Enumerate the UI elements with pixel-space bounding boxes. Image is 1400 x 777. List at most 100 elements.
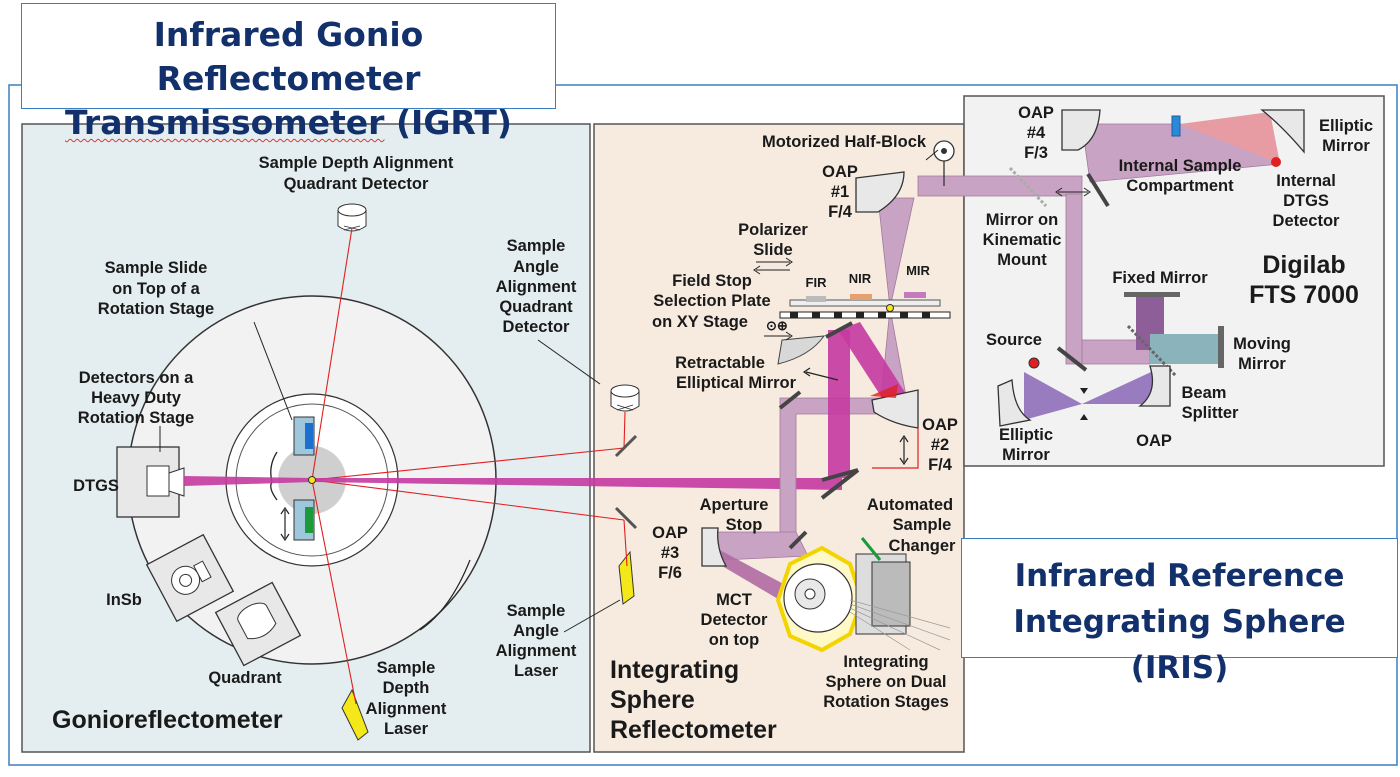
elliptic-mirror-bottom bbox=[997, 379, 1032, 427]
internal-dtgs-icon bbox=[1271, 157, 1281, 167]
label-saaqd-3: Alignment bbox=[496, 278, 577, 296]
igrt-title-abbrev: (IGRT) bbox=[384, 103, 512, 142]
label-saaqd-4: Quadrant bbox=[499, 298, 573, 316]
magenta-diagonal-beam bbox=[838, 322, 906, 404]
label-polarizer: Polarizer bbox=[738, 221, 808, 239]
panel-title-fts-2: FTS 7000 bbox=[1249, 281, 1359, 309]
oap2-translation-arrow bbox=[899, 434, 909, 466]
label-idtgs-2: DTGS bbox=[1283, 192, 1329, 210]
angle-mirror-bottom bbox=[614, 506, 638, 530]
label-mct: MCT bbox=[716, 591, 752, 609]
oap1-mirror bbox=[855, 171, 905, 213]
label-field-stop-3: on XY Stage bbox=[652, 313, 748, 331]
iris-title-line1: Infrared Reference bbox=[1014, 558, 1345, 594]
label-oap4: OAP bbox=[1018, 104, 1054, 122]
label-mct-3: on top bbox=[709, 631, 759, 649]
label-isd-2: Sphere on Dual bbox=[825, 673, 946, 691]
fixed-mirror bbox=[1124, 292, 1180, 297]
label-oap1-2: #1 bbox=[831, 183, 849, 201]
label-sdal-4: Laser bbox=[384, 720, 429, 738]
label-saaqd-2: Angle bbox=[513, 258, 559, 276]
main-beam bbox=[184, 476, 842, 490]
label-aperture: Aperture bbox=[700, 496, 769, 514]
igrt-title-line1: Infrared Gonio Reflectometer bbox=[153, 15, 424, 98]
label-asc-3: Changer bbox=[889, 537, 957, 555]
label-detectors: Detectors on a bbox=[79, 369, 194, 387]
label-saal: Sample bbox=[507, 602, 566, 620]
label-elliptic-top-2: Mirror bbox=[1322, 137, 1370, 155]
label-quadrant: Quadrant bbox=[208, 669, 282, 687]
label-oap2-2: #2 bbox=[931, 436, 949, 454]
label-elliptic-bottom-2: Mirror bbox=[1002, 446, 1050, 464]
label-saal-4: Laser bbox=[514, 662, 559, 680]
label-field-stop: Field Stop bbox=[672, 272, 752, 290]
label-retractable-2: Elliptical Mirror bbox=[676, 374, 797, 392]
red-retract-path bbox=[872, 428, 919, 469]
label-idtgs: Internal bbox=[1276, 172, 1336, 190]
elliptic-mirror-top bbox=[1260, 109, 1305, 154]
field-stop-marks bbox=[790, 312, 930, 318]
label-sample-slide: Sample Slide bbox=[105, 259, 208, 277]
label-bs-2: Splitter bbox=[1182, 404, 1239, 422]
label-dtgs: DTGS bbox=[73, 477, 119, 495]
label-oap3: OAP bbox=[652, 524, 688, 542]
moving-arm-beam bbox=[1150, 334, 1220, 364]
iris-title-line2: Integrating Sphere (IRIS) bbox=[1013, 604, 1346, 686]
source-icon bbox=[1028, 357, 1040, 369]
internal-sample bbox=[1171, 115, 1181, 137]
label-polarizer-2: Slide bbox=[753, 241, 792, 259]
translation-arrow-icon bbox=[280, 506, 290, 542]
label-oap3-2: #3 bbox=[661, 544, 679, 562]
label-sdaqd: Sample Depth Alignment bbox=[259, 154, 454, 172]
label-oap5: OAP bbox=[1136, 432, 1172, 450]
oap1-focus-beam bbox=[877, 197, 915, 309]
label-saaqd-5: Detector bbox=[503, 318, 571, 336]
fts-pink-beam bbox=[1180, 112, 1280, 164]
fts-mauve-return bbox=[1065, 193, 1083, 365]
sample-bottom bbox=[305, 507, 313, 533]
label-mct-2: Detector bbox=[701, 611, 769, 629]
label-sdaqd-2: Quadrant Detector bbox=[284, 175, 429, 193]
fts-mirror-1 bbox=[1056, 346, 1088, 372]
panel-title-isr-3: Reflectometer bbox=[610, 716, 777, 744]
label-sdal-2: Depth bbox=[383, 679, 430, 697]
label-mhb: Motorized Half-Block bbox=[762, 133, 927, 151]
label-nir: NIR bbox=[849, 271, 872, 286]
red-mirror-marker bbox=[870, 384, 898, 398]
label-saal-2: Angle bbox=[513, 622, 559, 640]
label-mkm: Mirror on bbox=[986, 211, 1058, 229]
label-elliptic-top: Elliptic bbox=[1319, 117, 1373, 135]
angle-alignment-quadrant-detector bbox=[610, 384, 640, 412]
igrt-title-box: Infrared Gonio Reflectometer Transmissom… bbox=[21, 3, 556, 142]
diagram-labels: Sample Depth Alignment Quadrant Detector… bbox=[73, 104, 1373, 738]
label-mkm-2: Kinematic bbox=[983, 231, 1062, 249]
label-elliptic-bottom: Elliptic bbox=[999, 426, 1053, 444]
sample-point bbox=[308, 476, 316, 484]
panel-title-fts: Digilab bbox=[1262, 251, 1345, 279]
label-isd: Integrating bbox=[843, 653, 928, 671]
oap2-mirror bbox=[871, 389, 919, 429]
label-aperture-2: Stop bbox=[726, 516, 763, 534]
retractable-fts-mirror bbox=[1008, 166, 1048, 208]
oap3-mirror bbox=[701, 527, 728, 567]
panel-title-isr: Integrating bbox=[610, 656, 739, 684]
dtgs-detector-head bbox=[146, 465, 170, 497]
dtgs-cone bbox=[168, 467, 185, 497]
label-oap3-3: F/6 bbox=[658, 564, 682, 582]
label-sdal-3: Alignment bbox=[366, 700, 447, 718]
mct-detector-inner bbox=[804, 588, 816, 600]
label-saal-3: Alignment bbox=[496, 642, 577, 660]
label-field-stop-2: Selection Plate bbox=[653, 292, 770, 310]
callout-lines bbox=[159, 149, 939, 633]
label-idtgs-3: Detector bbox=[1273, 212, 1341, 230]
fir-filter bbox=[806, 296, 826, 302]
label-sdal: Sample bbox=[377, 659, 436, 677]
panel-title-gonio: Gonioreflectometer bbox=[52, 706, 283, 734]
retractable-elliptical-mirror bbox=[777, 335, 826, 365]
field-stop-plate bbox=[779, 311, 951, 319]
label-oap1-3: F/4 bbox=[828, 203, 853, 221]
igrt-title-word: Transmissometer bbox=[65, 103, 385, 142]
label-sample-slide-2: on Top of a bbox=[112, 280, 200, 298]
oap4-mirror bbox=[1061, 109, 1101, 151]
